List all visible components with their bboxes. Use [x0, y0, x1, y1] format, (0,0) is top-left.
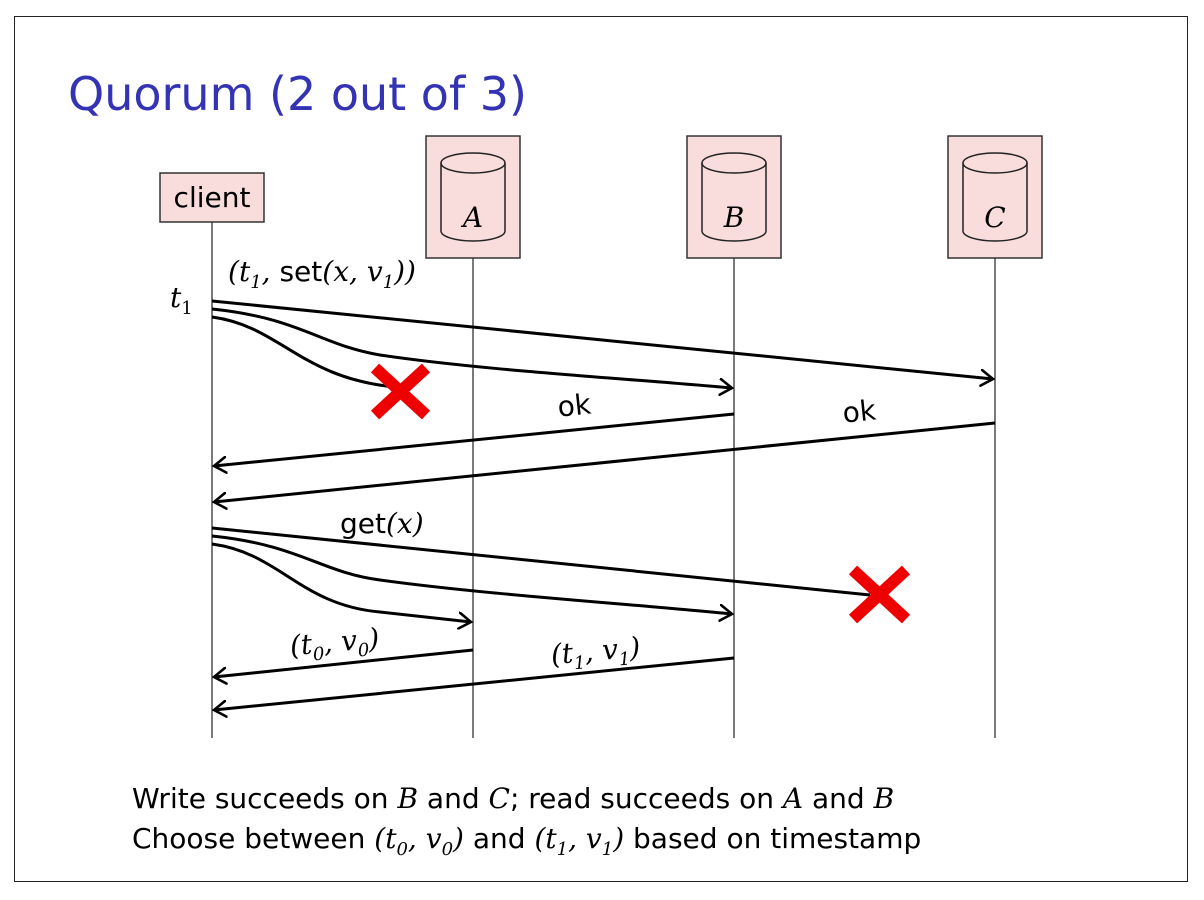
replica-a-label: A	[460, 201, 483, 234]
replica-c: C	[947, 135, 1043, 259]
caption-line-1: Write succeeds on B and C; read succeeds…	[132, 782, 894, 815]
get-arrow-to-c-lost	[211, 526, 871, 597]
replica-c-label: C	[984, 201, 1005, 234]
time-label-t1: t1	[170, 281, 193, 319]
ok-label-b: ok	[556, 387, 593, 423]
get-arrow-to-a	[211, 542, 471, 622]
set-arrow-to-c	[211, 299, 993, 379]
database-cylinder-icon	[962, 152, 1028, 242]
red-cross-icon	[848, 565, 911, 624]
replica-a: A	[425, 135, 521, 259]
database-cylinder-icon	[701, 152, 767, 242]
reply-arrow-from-b	[214, 656, 735, 710]
reply-arrow-from-a	[214, 648, 474, 677]
set-arrow-to-a-lost	[211, 315, 396, 389]
get-request-label: get(x)	[340, 507, 424, 540]
client-participant: client	[159, 172, 265, 223]
reply-a-label: (t0, v0)	[288, 622, 381, 668]
client-label: client	[174, 181, 251, 214]
set-request-label: (t1, set(x, v1))	[228, 255, 416, 293]
replica-b: B	[686, 135, 782, 259]
ok-label-c: ok	[841, 393, 878, 429]
page-title: Quorum (2 out of 3)	[68, 67, 527, 121]
reply-b-label: (t1, v1)	[549, 631, 642, 677]
replica-b-label: B	[723, 201, 745, 234]
red-cross-icon	[370, 363, 431, 420]
ok-arrow-from-b	[214, 412, 735, 466]
set-arrow-to-b	[211, 307, 732, 388]
database-cylinder-icon	[440, 152, 506, 242]
caption-line-2: Choose between (t0, v0) and (t1, v1) bas…	[132, 822, 921, 860]
get-arrow-to-b	[211, 534, 732, 614]
ok-arrow-from-c	[214, 421, 996, 502]
